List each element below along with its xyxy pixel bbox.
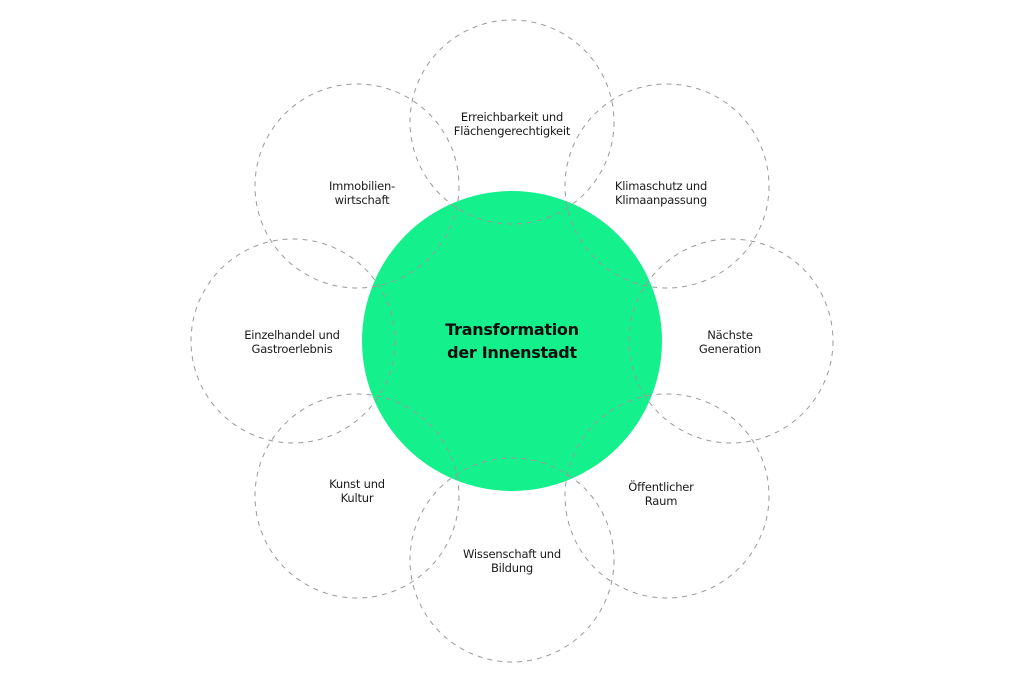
label-line1: Erreichbarkeit und: [460, 110, 564, 124]
label-line1: Einzelhandel und: [244, 328, 340, 342]
label-line2: Gastroerlebnis: [251, 342, 333, 356]
label-oeffentlicher-raum: Öffentlicher Raum: [628, 480, 694, 508]
satellite-circle-immobilien: [254, 83, 460, 289]
label-line1: Kunst und: [329, 477, 385, 491]
label-line2: wirtschaft: [334, 193, 390, 207]
label-line2: Klimaanpassung: [615, 193, 707, 207]
satellite-circle-oeffentlicher-raum: [564, 393, 770, 599]
satellite-circles: [190, 19, 834, 663]
label-line2: Flächengerechtigkeit: [453, 124, 571, 138]
label-line1: Immobilien-: [328, 179, 396, 193]
label-line2: Generation: [698, 342, 762, 356]
label-wissenschaft: Wissenschaft und Bildung: [463, 547, 561, 575]
label-kunst-kultur: Kunst und Kultur: [329, 477, 385, 505]
label-line1: Nächste: [707, 328, 753, 342]
label-line1: Klimaschutz und: [614, 179, 708, 193]
label-line1: Wissenschaft und: [463, 547, 561, 561]
label-line1: Öffentlicher: [628, 480, 694, 494]
center-circle: [362, 191, 662, 491]
label-line2: Raum: [644, 494, 678, 508]
center-label: Transformation der Innenstadt: [445, 318, 579, 364]
satellite-circle-wissenschaft: [409, 457, 615, 663]
label-line2: Bildung: [490, 561, 534, 575]
satellite-circle-naechste-generation: [628, 238, 834, 444]
label-line2: Kultur: [340, 491, 374, 505]
center-label-line1: Transformation: [445, 320, 579, 339]
center-label-line2: der Innenstadt: [447, 343, 577, 362]
label-einzelhandel: Einzelhandel und Gastroerlebnis: [244, 328, 340, 356]
label-erreichbarkeit: Erreichbarkeit und Flächengerechtigkeit: [453, 110, 571, 138]
satellite-circle-klimaschutz: [564, 83, 770, 289]
satellite-circle-erreichbarkeit: [409, 19, 615, 225]
label-naechste-generation: Nächste Generation: [699, 328, 761, 356]
satellite-circle-kunst-kultur: [254, 393, 460, 599]
label-klimaschutz: Klimaschutz und Klimaanpassung: [615, 179, 707, 207]
label-immobilien: Immobilien- wirtschaft: [329, 179, 395, 207]
satellite-circle-einzelhandel: [190, 238, 396, 444]
